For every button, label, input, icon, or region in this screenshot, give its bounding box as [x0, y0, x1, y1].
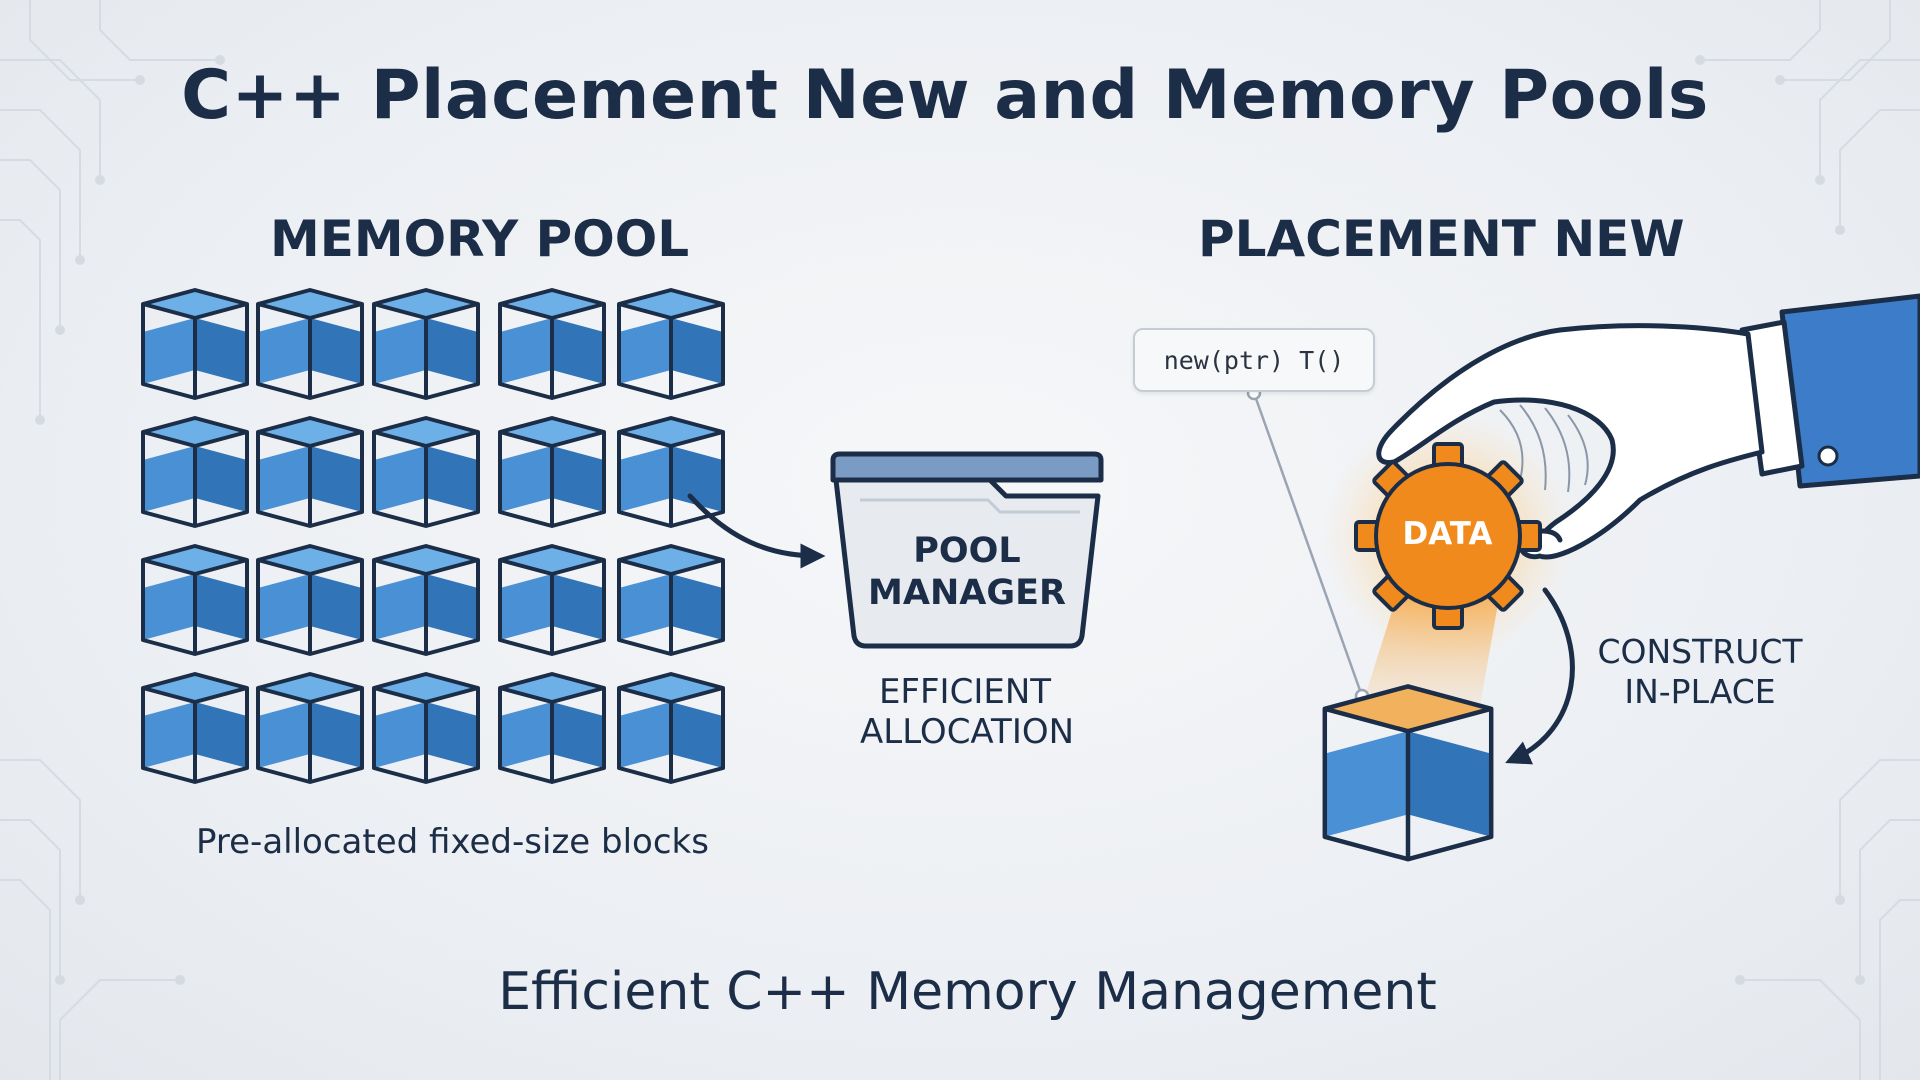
efficient-allocation-note: EFFICIENT ALLOCATION — [860, 672, 1075, 752]
memory-block-cube-icon — [498, 288, 606, 400]
memory-pool-grid — [141, 288, 725, 784]
page-title: C++ Placement New and Memory Pools — [181, 56, 1709, 135]
memory-block-cube-icon — [617, 544, 725, 656]
code-snippet-box: new(ptr) T() — [1133, 328, 1375, 392]
memory-block-cube-icon — [617, 672, 725, 784]
sleeve — [1739, 293, 1920, 489]
construct-in-place-label: CONSTRUCT IN-PLACE — [1575, 632, 1825, 712]
placement-new-code: new(ptr) T() — [1163, 345, 1345, 375]
memory-block-cube-icon — [256, 416, 364, 528]
pool-to-manager-arrow — [687, 493, 826, 569]
memory-block-cube-icon — [617, 416, 725, 528]
construct-beam — [1362, 592, 1500, 706]
efficient-allocation-line2: ALLOCATION — [860, 712, 1075, 752]
target-cube-icon — [1322, 684, 1494, 862]
efficient-allocation-line1: EFFICIENT — [878, 672, 1052, 712]
gear-icon — [1354, 442, 1542, 630]
memory-block-cube-icon — [498, 544, 606, 656]
pool-row-4 — [141, 672, 725, 784]
memory-block-cube-icon — [372, 544, 480, 656]
construct-line2: IN-PLACE — [1624, 672, 1776, 711]
memory-block-cube-icon — [498, 416, 606, 528]
memory-block-cube-icon — [141, 672, 249, 784]
construct-arrow — [1505, 587, 1575, 765]
placement-new-heading: PLACEMENT NEW — [1198, 210, 1685, 268]
pool-manager-line2: MANAGER — [868, 573, 1066, 613]
pool-row-1 — [141, 288, 725, 400]
memory-block-cube-icon — [141, 416, 249, 528]
memory-block-cube-icon — [141, 288, 249, 400]
memory-pool-caption: Pre-allocated fixed-size blocks — [196, 822, 709, 862]
pool-row-3 — [141, 544, 725, 656]
memory-pool-heading: MEMORY POOL — [270, 210, 690, 268]
construct-line1: CONSTRUCT — [1597, 632, 1803, 671]
memory-block-cube-icon — [617, 288, 725, 400]
code-pointer-line — [1252, 392, 1364, 697]
data-label: DATA — [1402, 516, 1493, 552]
pool-manager-label: POOL MANAGER — [850, 530, 1084, 614]
footer-subtitle: Efficient C++ Memory Management — [498, 962, 1437, 1022]
memory-block-cube-icon — [372, 416, 480, 528]
pool-row-2 — [141, 416, 725, 528]
memory-block-cube-icon — [372, 672, 480, 784]
pool-manager-line1: POOL — [913, 531, 1021, 571]
memory-block-cube-icon — [498, 672, 606, 784]
memory-block-cube-icon — [256, 672, 364, 784]
memory-block-cube-icon — [256, 544, 364, 656]
folder-icon — [830, 451, 1104, 649]
finger-hatch — [1499, 404, 1589, 493]
memory-block-cube-icon — [372, 288, 480, 400]
memory-block-cube-icon — [141, 544, 249, 656]
memory-block-cube-icon — [256, 288, 364, 400]
